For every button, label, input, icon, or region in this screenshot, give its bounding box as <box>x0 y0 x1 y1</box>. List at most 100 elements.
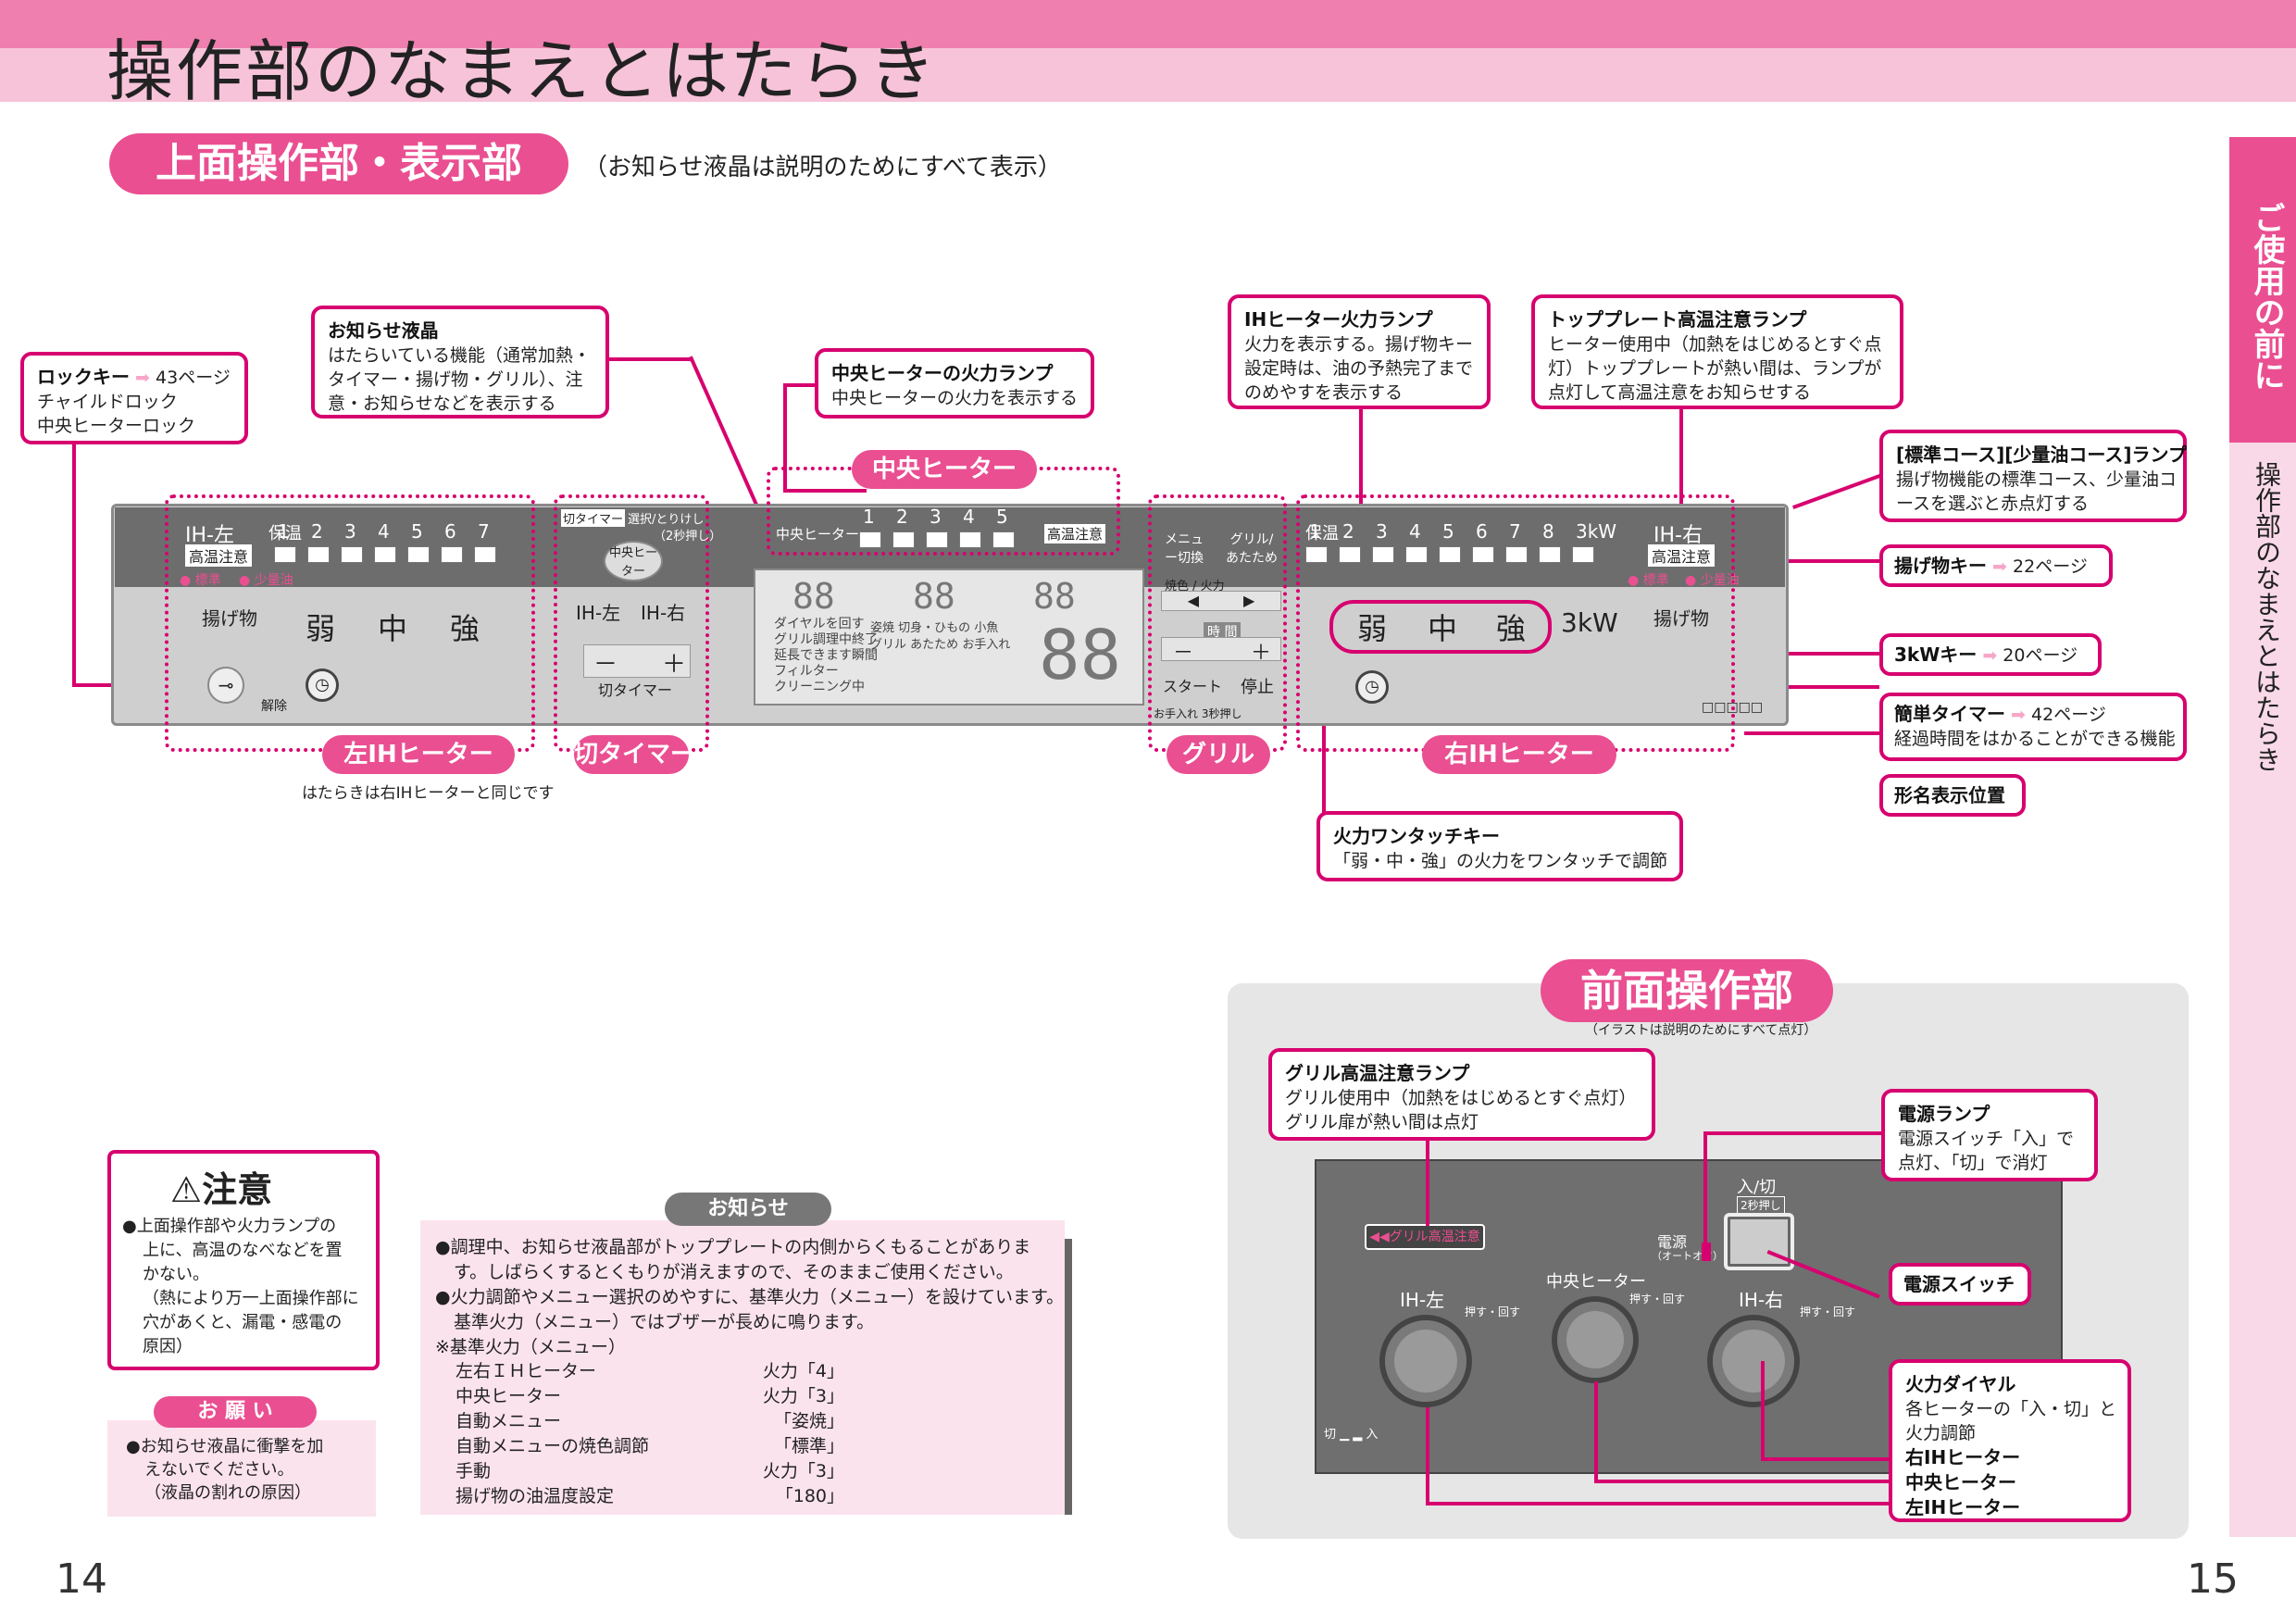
center-level-lamp <box>892 531 915 548</box>
jikan-label: 時 間 <box>1204 622 1242 641</box>
3kw-key[interactable]: 3kW <box>1561 607 1618 638</box>
menu-switch-key[interactable]: メニュー切換 <box>1165 532 1204 566</box>
minus-button[interactable]: － <box>593 651 618 679</box>
leader-line <box>1703 1131 1881 1135</box>
callout-line: 意・お知らせなどを表示する <box>328 394 556 414</box>
base-power-item: 手動 <box>455 1461 492 1481</box>
leader-line <box>1426 1502 1890 1505</box>
start-key[interactable]: スタート <box>1163 678 1223 695</box>
stop-key[interactable]: 停止 <box>1241 678 1274 697</box>
time-minus[interactable]: － <box>1173 642 1194 665</box>
lock-key-icon[interactable]: ⊸ <box>207 667 244 704</box>
page-title: 操作部のなまえとはたらき <box>106 32 939 110</box>
yakiiro-stepper[interactable]: ◀ ▶ <box>1161 591 1281 611</box>
lcd-digits-right: 88 <box>1033 576 1076 617</box>
agemono-key-left[interactable]: 揚げ物 <box>202 607 257 630</box>
callout-title: IHヒーター火力ランプ <box>1244 308 1433 331</box>
grill-warm-key[interactable]: グリル/あたため <box>1226 532 1278 566</box>
callout-title: 揚げ物キー <box>1894 555 1987 577</box>
mid-key-left[interactable]: 中 <box>378 611 408 646</box>
power-switch[interactable] <box>1724 1213 1794 1270</box>
base-power-item: 中央ヒーター <box>455 1386 562 1406</box>
push-label: 押す・回す <box>1629 1293 1686 1305</box>
time-stepper[interactable]: － ＋ <box>1161 637 1281 665</box>
callout-line: ヒーター使用中（加熱をはじめるとすぐ点 <box>1548 334 1882 355</box>
lcd-menu-item: グリル <box>870 638 907 652</box>
request-line: えないでください。 <box>144 1460 294 1480</box>
kiri-timer-tag: 切タイマー <box>561 509 626 527</box>
dial-item: 左IHヒーター <box>1905 1496 2021 1518</box>
kiri-ih-left-key[interactable]: IH-左 <box>576 602 621 624</box>
lcd-line: グリル調理中終了 <box>774 632 878 647</box>
kiri-ih-right-key[interactable]: IH-右 <box>641 602 686 624</box>
left-level-label: 7 <box>478 520 490 543</box>
timer-icon-right[interactable]: ◷ <box>1355 670 1389 704</box>
ih-right-tag: IH-右 <box>1653 524 1703 547</box>
callout-line: 点灯、「切」で消灯 <box>1898 1153 2048 1173</box>
right-level-label: 6 <box>1476 520 1488 543</box>
caution-box: ⚠注意 ●上面操作部や火力ランプの 上に、高温のなべなどを置 かない。 （熱によ… <box>107 1150 380 1370</box>
callout-title: 火力ワンタッチキー <box>1333 825 1500 847</box>
timer-icon-left[interactable]: ◷ <box>306 668 339 702</box>
request-title: お 願 い <box>154 1396 317 1428</box>
time-plus[interactable]: ＋ <box>1251 642 1272 665</box>
center-heater-select-key[interactable]: 中央ヒーター <box>604 541 663 581</box>
callout-title: 簡単タイマー <box>1894 703 2005 725</box>
dial-ih-left[interactable] <box>1379 1315 1472 1407</box>
leader-line <box>1426 1407 1429 1504</box>
info-shadow <box>1065 1239 1072 1515</box>
left-level-label: 1 <box>278 520 290 543</box>
callout-line: タイマー・揚げ物・グリル）、注 <box>328 369 583 390</box>
dial-center[interactable] <box>1552 1296 1639 1383</box>
power-lamp <box>1702 1243 1711 1261</box>
base-power-row: 中央ヒーター火力「3」 <box>455 1384 844 1409</box>
center-level-lamp <box>992 531 1015 548</box>
strong-key-right[interactable]: 強 <box>1496 611 1527 646</box>
header-band-dark <box>0 0 2296 48</box>
onetouch-group <box>1329 600 1552 654</box>
callout-ih-lamp: IHヒーター火力ランプ 火力を表示する。揚げ物キー 設定時は、油の予熱完了まで … <box>1228 294 1491 409</box>
agemono-key-right[interactable]: 揚げ物 <box>1653 607 1709 630</box>
callout-line: 点灯して高温注意をお知らせする <box>1548 382 1812 403</box>
left-level-lamp <box>374 546 396 563</box>
two-sec-label-front: 2秒押し <box>1737 1196 1785 1214</box>
callout-line: 中央ヒーターの火力を表示する <box>831 388 1079 408</box>
lcd-line: 延長できます瞬間 <box>774 648 878 663</box>
callout-line: 火力調節 <box>1905 1423 1977 1443</box>
select-label: 選択/とりけし <box>628 513 705 527</box>
care-label: お手入れ 3秒押し <box>1154 707 1242 720</box>
callout-line: 揚げ物機能の標準コース、少量油コ <box>1896 469 2177 490</box>
callout-line: チャイルドロック <box>37 392 178 412</box>
zone-label-center: 中央ヒーター <box>852 450 1037 489</box>
leader-line <box>1761 1361 1765 1459</box>
weak-key-right[interactable]: 弱 <box>1357 611 1388 646</box>
callout-lock-key: ロックキー ➡ 43ページ チャイルドロック 中央ヒーターロック <box>20 352 248 444</box>
dial-ih-right[interactable] <box>1707 1315 1800 1407</box>
callout-3kw-key: 3kWキー ➡ 20ページ <box>1879 633 2102 676</box>
right-level-label: 5 <box>1442 520 1454 543</box>
caution-line: ●上面操作部や火力ランプの <box>122 1217 337 1236</box>
callout-title: 電源スイッチ <box>1903 1273 2015 1295</box>
leader-line <box>783 383 787 491</box>
left-level-label: 4 <box>378 520 390 543</box>
callout-title: 火力ダイヤル <box>1905 1373 2016 1395</box>
side-tab-active-label: ご使用の前に <box>2248 202 2285 391</box>
kiri-timer-stepper[interactable]: － ＋ <box>583 644 691 679</box>
weak-key-left[interactable]: 弱 <box>306 611 336 646</box>
strong-key-left[interactable]: 強 <box>450 611 480 646</box>
left-level-lamp <box>441 546 463 563</box>
plus-button[interactable]: ＋ <box>662 651 687 679</box>
model-marks: □□□□□ <box>1702 700 1764 715</box>
ih-left-tag: IH-左 <box>185 524 234 547</box>
base-power-row: 自動メニュー「姿焼」 <box>455 1409 844 1434</box>
leader-line <box>1703 1133 1707 1244</box>
mid-key-right[interactable]: 中 <box>1428 611 1458 646</box>
zone-label-left-ih: 左IHヒーター <box>322 735 515 774</box>
leader-line <box>72 444 76 685</box>
leader-line <box>1594 1381 1598 1481</box>
callout-line: 灯）トッププレートが熱い間は、ランプが <box>1548 358 1882 379</box>
course-small-oil: ● 少量油 <box>239 573 293 588</box>
left-level-lamp <box>307 546 330 563</box>
caution-line: 穴があくと、漏電・感電の <box>143 1313 343 1332</box>
left-level-label: 5 <box>411 520 423 543</box>
